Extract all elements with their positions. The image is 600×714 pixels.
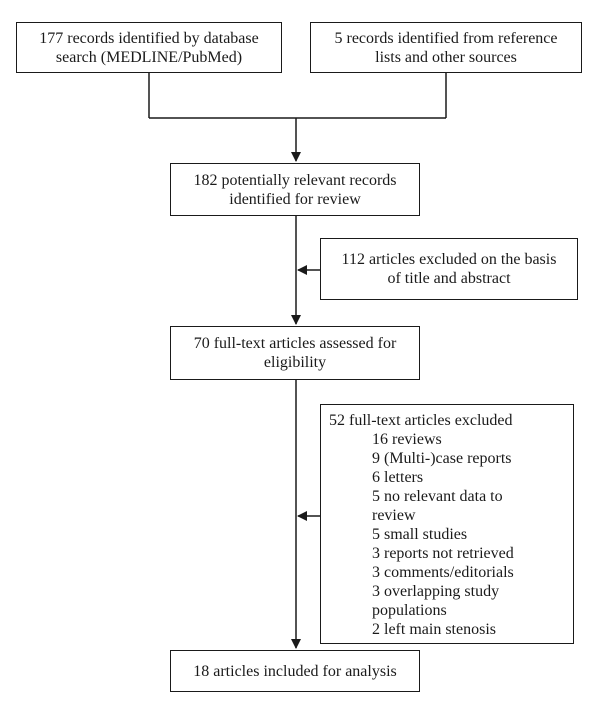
exclusion-reason-5: 5 small studies	[372, 526, 468, 543]
box-fulltext-assessed: 70 full-text articles assessed for eligib…	[170, 326, 420, 380]
exclusion-reason-4-cont: review	[372, 507, 416, 524]
exclusion-reason-8-cont: populations	[372, 602, 447, 619]
database-search-line-2: search (MEDLINE/PubMed)	[55, 48, 243, 66]
fulltext-assessed-line-2: eligibility	[263, 354, 327, 371]
fulltext-excluded-heading: 52 full-text articles excluded	[329, 412, 513, 429]
fulltext-assessed-line-1: 70 full-text articles assessed for	[193, 335, 397, 352]
other-sources-line-1: 5 records identified from reference	[334, 29, 558, 47]
exclusion-reason-8: 3 overlapping study	[372, 583, 500, 600]
box-fulltext-excluded: 52 full-text articles excluded 16 reviews…	[320, 404, 574, 644]
exclusion-reason-4: 5 no relevant data to	[372, 488, 503, 505]
box-excluded-title-abstract: 112 articles excluded on the basis of tit…	[320, 238, 578, 300]
potentially-relevant-line-2: identified for review	[229, 190, 361, 208]
box-included: 18 articles included for analysis	[170, 650, 420, 692]
exclusion-reason-1: 16 reviews	[372, 431, 442, 448]
excluded-title-abstract-line-1: 112 articles excluded on the basis	[341, 251, 557, 268]
exclusion-reason-2: 9 (Multi-)case reports	[372, 450, 512, 467]
exclusion-reason-9: 2 left main stenosis	[372, 621, 496, 638]
included-line-1: 18 articles included for analysis	[193, 662, 397, 680]
database-search-line-1: 177 records identified by database	[39, 29, 259, 47]
excluded-title-abstract-line-2: of title and abstract	[387, 270, 511, 287]
exclusion-reason-7: 3 comments/editorials	[372, 564, 514, 581]
exclusion-reason-3: 6 letters	[372, 469, 424, 486]
exclusion-reason-6: 3 reports not retrieved	[372, 545, 514, 562]
other-sources-line-2: lists and other sources	[375, 48, 517, 66]
potentially-relevant-line-1: 182 potentially relevant records	[193, 171, 397, 189]
